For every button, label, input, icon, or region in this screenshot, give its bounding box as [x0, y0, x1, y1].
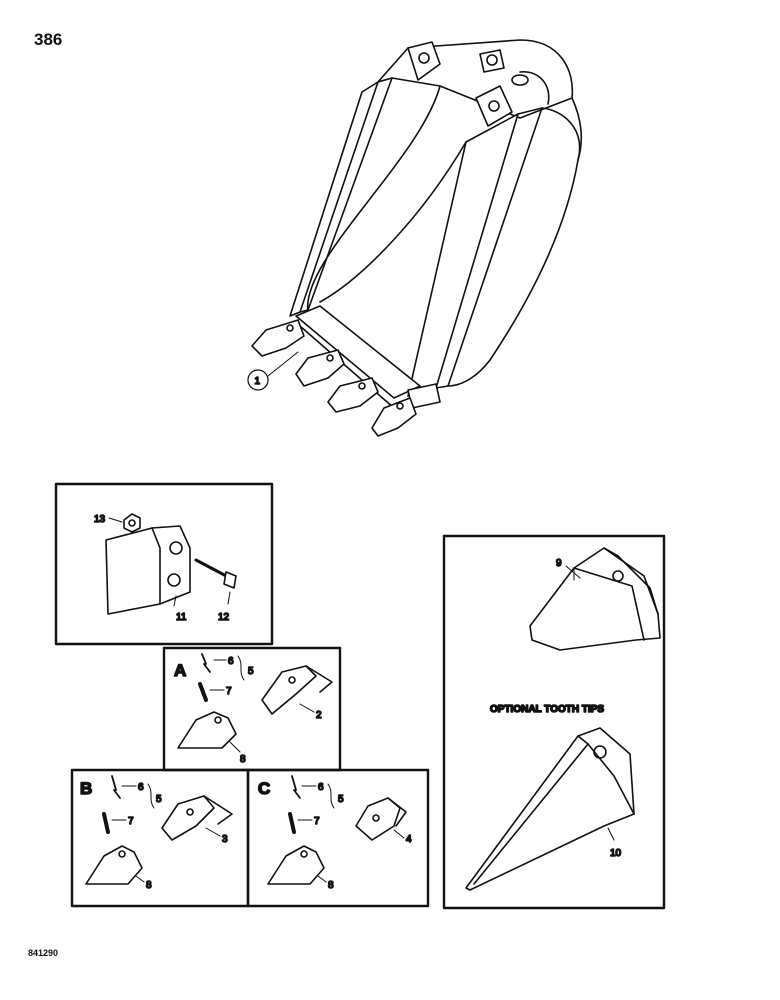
panel-c-letter: C: [258, 779, 270, 798]
panel-c-assembly: 5: [338, 794, 344, 805]
side-cutter-panel: [54, 482, 274, 646]
panel-c-tip: 8: [328, 880, 334, 891]
label-nut: 13: [94, 514, 106, 525]
panel-b-pin: 7: [128, 816, 134, 827]
panel-b-adapter: 3: [222, 834, 228, 845]
panel-a-assembly: 5: [248, 666, 254, 677]
label-short-tip: 9: [556, 558, 562, 569]
label-bolt: 12: [218, 612, 230, 623]
drawing-code: 841290: [28, 948, 59, 958]
panel-a-tip: 8: [240, 754, 246, 765]
panel-a-pin: 7: [226, 686, 232, 697]
label-long-tip: 10: [610, 848, 622, 859]
panel-a-pin-lock: 6: [228, 656, 234, 667]
panel-b-pin-lock: 6: [138, 782, 144, 793]
tooth-panel-b: [70, 768, 250, 908]
optional-tips-title: OPTIONAL TOOTH TIPS: [490, 704, 604, 715]
panel-b-tip: 8: [146, 880, 152, 891]
panel-c-pin-lock: 6: [318, 782, 324, 793]
panel-c-adapter: 4: [406, 834, 412, 845]
bucket-callout: 1: [255, 376, 261, 387]
panel-a-adapter: 2: [316, 710, 322, 721]
panel-c-pin: 7: [314, 816, 320, 827]
label-cutter: 11: [176, 612, 187, 623]
panel-a-letter: A: [174, 661, 186, 680]
panel-b-letter: B: [80, 779, 92, 798]
panel-b-assembly: 5: [156, 794, 162, 805]
tooth-panel-c: [246, 768, 430, 908]
optional-tips-panel: [442, 534, 666, 910]
page-number: 386: [34, 30, 63, 49]
bucket-drawing: [247, 39, 583, 437]
